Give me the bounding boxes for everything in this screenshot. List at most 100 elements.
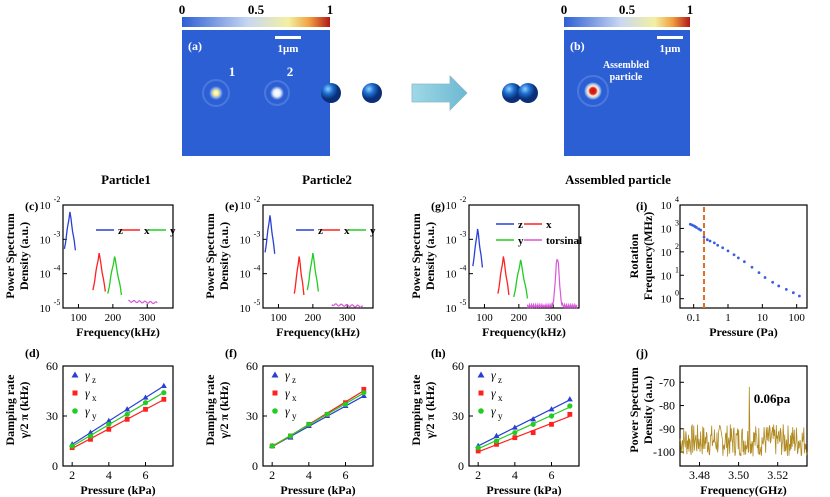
particle-1-label: 1 xyxy=(229,64,236,79)
data-point xyxy=(791,291,795,295)
y-tick-label: -90 xyxy=(659,422,675,436)
sphere-3 xyxy=(502,83,522,103)
y-tick-label: -100 xyxy=(653,445,675,459)
data-point-y xyxy=(161,390,167,396)
legend-marker xyxy=(72,408,78,414)
plot-frame xyxy=(62,365,174,467)
caption-particle1: Particle1 xyxy=(101,172,151,187)
z-peak xyxy=(264,215,276,254)
y-axis-label: Density (a.u.) xyxy=(423,222,437,290)
x-tick-label: 1 xyxy=(725,312,731,324)
data-point xyxy=(702,235,706,239)
plot-frame xyxy=(468,365,580,467)
data-point xyxy=(732,253,736,257)
y-tick-label: 10 xyxy=(240,234,252,246)
colorbar-tick: 0 xyxy=(179,2,186,17)
z-peak xyxy=(472,228,484,268)
sphere-2 xyxy=(362,83,382,103)
y-tick-exponent: -4 xyxy=(54,264,61,273)
data-point xyxy=(784,287,788,291)
y-tick-exponent: -3 xyxy=(54,229,61,238)
y-axis-label: Damping rate xyxy=(203,374,217,446)
x-tick-label: 100 xyxy=(270,312,287,324)
y-tick-exponent: -2 xyxy=(460,195,467,204)
panel-label: (f) xyxy=(225,346,237,360)
y-tick-label: 0 xyxy=(52,459,58,473)
x-tick-label: 2 xyxy=(475,468,481,482)
data-point-y xyxy=(512,430,518,436)
data-point-y xyxy=(342,401,349,407)
particle-2-label: 2 xyxy=(287,64,294,79)
x-tick-label: 0.1 xyxy=(687,312,701,324)
data-point-x xyxy=(88,436,93,442)
legend-label: z xyxy=(518,219,523,231)
x-axis-label: Pressure (kPa) xyxy=(280,483,355,497)
x-tick-label: 200 xyxy=(105,312,122,324)
y-tick-exponent: -2 xyxy=(254,195,261,204)
plot-frame xyxy=(262,365,374,467)
y-axis-label: Density (a.u.) xyxy=(17,222,31,290)
sphere-4 xyxy=(518,83,538,103)
panel-a: 0 0.5 1 (a) 1μm 1 2 xyxy=(179,2,333,156)
y-axis-label: Power Spectrum xyxy=(409,213,423,298)
data-point-z xyxy=(105,417,112,423)
x-peak xyxy=(92,252,106,292)
y-tick-label: 30 xyxy=(246,409,258,423)
y-tick-label: 10 xyxy=(446,269,458,281)
data-point-z xyxy=(87,429,94,435)
y-axis-label: Rotation xyxy=(627,233,641,278)
y-axis-label: Power Spectrum xyxy=(203,213,217,298)
data-point-z xyxy=(124,406,131,412)
y-tick-exponent: 0 xyxy=(675,289,679,298)
x-axis-label: Frequency(GHz) xyxy=(700,483,786,497)
colorbar-tick: 0.5 xyxy=(619,2,636,17)
x-tick-label: 300 xyxy=(339,312,356,324)
panel-label: (d) xyxy=(25,346,40,360)
legend-marker xyxy=(271,371,279,378)
colorbar-tick: 1 xyxy=(687,2,694,17)
y-tick-label: 10 xyxy=(446,234,458,246)
x-tick-label: 4 xyxy=(106,468,112,482)
y-axis-label: Damping rate xyxy=(3,374,17,446)
y-tick-label: 0 xyxy=(458,459,464,473)
data-point xyxy=(777,284,781,288)
colorbar-b xyxy=(564,17,690,27)
y-tick-exponent: 1 xyxy=(675,265,679,274)
y-tick-label: 10 xyxy=(40,200,52,212)
legend-label: y xyxy=(170,225,176,237)
y-tick-exponent: 2 xyxy=(675,242,679,251)
legend-subscript: x xyxy=(292,393,297,403)
y-tick-exponent: -5 xyxy=(460,298,467,307)
legend-marker xyxy=(477,371,485,378)
legend-label: γ xyxy=(85,386,90,400)
plot-frame xyxy=(262,204,374,309)
legend-label: y xyxy=(518,235,524,247)
x-tick-label: 100 xyxy=(476,312,493,324)
data-point xyxy=(699,228,703,232)
data-point xyxy=(716,243,720,247)
y-tick-label: 0 xyxy=(252,459,258,473)
data-point-z xyxy=(142,394,149,400)
legend-label: x xyxy=(546,219,552,231)
data-point xyxy=(721,246,725,250)
legend-label: torsinal xyxy=(546,235,582,247)
x-tick-label: 2 xyxy=(269,468,275,482)
data-point-x xyxy=(475,448,481,454)
y-tick-exponent: -2 xyxy=(54,195,61,204)
data-point-x xyxy=(494,441,499,447)
x-tick-label: 3.48 xyxy=(689,468,710,482)
data-point xyxy=(705,238,709,242)
data-point-y xyxy=(567,403,573,409)
legend-marker xyxy=(272,390,278,396)
data-point-y xyxy=(530,421,536,427)
data-point-y xyxy=(87,433,94,439)
y-peak xyxy=(107,256,123,296)
panel-label: (c) xyxy=(25,199,38,213)
x-axis-label: Pressure (kPa) xyxy=(80,483,155,497)
